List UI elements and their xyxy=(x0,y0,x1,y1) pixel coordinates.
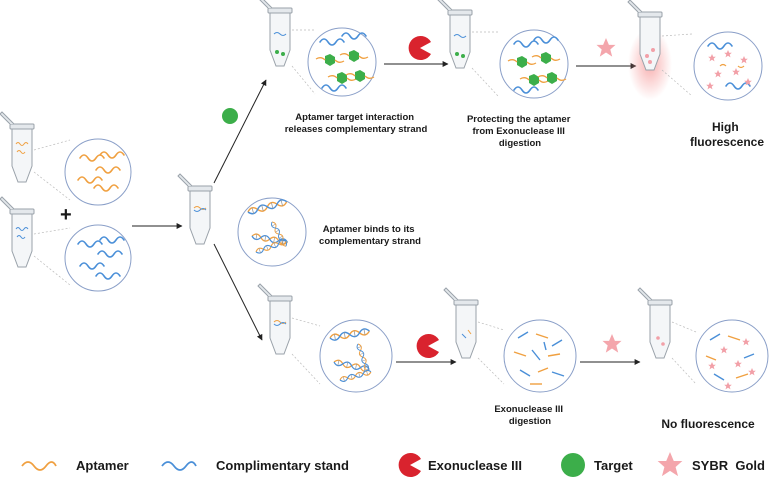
caption-top-2: Protecting the aptamer from Exonuclease … xyxy=(467,114,573,149)
complementary-magnified-circle xyxy=(64,224,132,292)
tube-icon xyxy=(177,173,213,245)
svg-text:SYBR Gold: SYBR Gold xyxy=(692,458,765,473)
caption-top-1: Aptamer target interaction releases comp… xyxy=(285,112,428,135)
digested-magnified-circle xyxy=(503,319,577,393)
caption-top-3: High fluorescence xyxy=(690,120,764,149)
tube-icon xyxy=(437,0,473,69)
legend-item-sybr-gold: SYBR Gold xyxy=(657,452,765,477)
arrow-icon xyxy=(213,243,263,341)
high-fluorescence-magnified-circle xyxy=(693,31,763,101)
svg-text:Exonuclease III: Exonuclease III xyxy=(428,458,522,473)
tube-icon xyxy=(0,196,35,268)
tube-icon xyxy=(627,0,663,71)
target-bound-magnified-circle xyxy=(307,27,377,97)
caption-bottom-2: No fluorescence xyxy=(661,417,755,431)
tube-icon xyxy=(257,283,293,355)
sybr-gold-icon xyxy=(602,334,622,353)
tube-icon xyxy=(0,111,35,183)
complementary-strand-icon xyxy=(161,461,197,471)
sybr-gold-icon xyxy=(596,38,616,57)
legend-item-target: Target xyxy=(561,453,633,477)
duplex-magnified-circle xyxy=(237,197,307,267)
exonuclease-icon xyxy=(416,334,439,358)
legend-item-aptamer: Aptamer xyxy=(21,458,129,473)
sybr-gold-icon xyxy=(657,452,683,477)
tube-icon xyxy=(257,0,293,67)
legend-item-complementary: Complimentary stand xyxy=(161,458,349,473)
svg-text:Target: Target xyxy=(594,458,633,473)
exonuclease-icon xyxy=(398,453,421,477)
exonuclease-icon xyxy=(408,36,431,60)
legend-item-exonuclease: Exonuclease III xyxy=(398,453,522,477)
tube-icon xyxy=(443,287,479,359)
caption-mid: Aptamer binds to its complementary stran… xyxy=(319,224,421,247)
svg-text:Complimentary stand: Complimentary stand xyxy=(216,458,349,473)
aptamer-magnified-circle xyxy=(64,138,132,206)
duplex-magnified-circle xyxy=(319,319,393,393)
plus-sign: + xyxy=(60,204,72,226)
caption-bottom-1: Exonuclease III digestion xyxy=(494,404,565,427)
protected-magnified-circle xyxy=(499,29,569,99)
target-icon xyxy=(561,453,585,477)
target-icon xyxy=(222,108,238,124)
no-fluorescence-magnified-circle xyxy=(695,319,769,393)
tube-icon xyxy=(637,287,673,359)
legend: Aptamer Complimentary stand Exonuclease … xyxy=(21,452,765,477)
aptamer-icon xyxy=(21,461,57,471)
svg-text:Aptamer: Aptamer xyxy=(76,458,129,473)
arrow-icon xyxy=(213,79,267,184)
